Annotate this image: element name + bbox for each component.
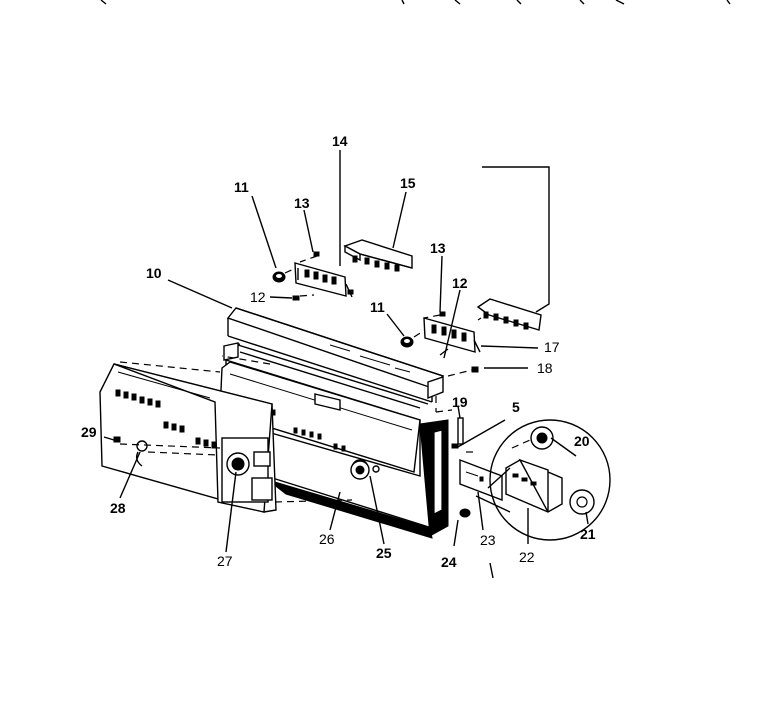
left-knob-11 (272, 271, 286, 283)
callout-27: 27 (217, 553, 233, 569)
callout-19: 19 (452, 394, 468, 410)
callout-29: 29 (81, 424, 97, 440)
knob-28 (113, 436, 148, 467)
callout-24: 24 (441, 554, 457, 570)
switch-module-right (476, 298, 542, 331)
callout-22: 22 (519, 549, 535, 565)
console-top-cover (226, 307, 445, 403)
callout-11-right: 11 (370, 299, 385, 315)
front-overlay-panel (99, 363, 277, 513)
knob-25 (350, 460, 370, 480)
callout-20: 20 (574, 433, 590, 449)
console-body (214, 342, 449, 539)
callout-13-right: 13 (430, 240, 446, 256)
callout-13-left: 13 (294, 195, 310, 211)
detail-circle (489, 419, 611, 541)
callout-12-right: 12 (452, 275, 468, 291)
screw-24 (453, 508, 471, 547)
spring-19 (435, 396, 464, 445)
switch-bracket-23 (459, 458, 503, 502)
callout-15: 15 (400, 175, 416, 191)
callout-labels: 14 11 13 15 10 12 13 12 11 17 18 19 5 20… (81, 133, 596, 570)
callout-23: 23 (480, 532, 496, 548)
callout-10: 10 (146, 265, 162, 281)
leader-lines (103, 150, 589, 579)
callout-12-left: 12 (250, 289, 266, 305)
callout-11-left: 11 (234, 179, 249, 195)
callout-21: 21 (580, 526, 596, 542)
callout-18: 18 (537, 360, 553, 376)
left-switch-bracket (294, 262, 354, 298)
right-knob-11 (400, 336, 414, 348)
screw-18 (447, 366, 479, 377)
callout-26: 26 (319, 531, 335, 547)
callout-25: 25 (376, 545, 392, 561)
callout-5: 5 (512, 399, 520, 415)
top-edge-marks (100, 0, 731, 5)
callout-28: 28 (110, 500, 126, 516)
callout-17: 17 (544, 339, 560, 355)
switch-module-15 (343, 239, 413, 272)
callout-14: 14 (332, 133, 348, 149)
